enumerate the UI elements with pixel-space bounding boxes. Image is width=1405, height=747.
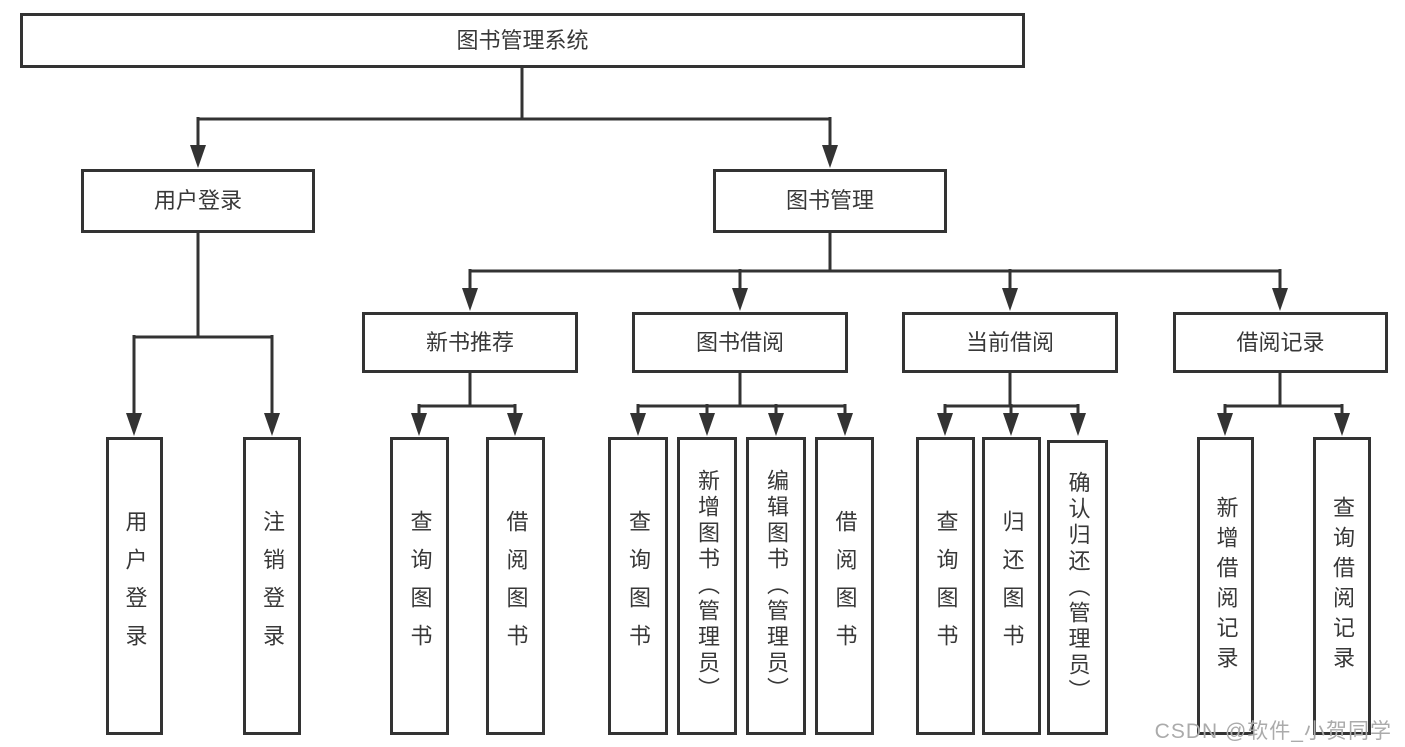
leaf-nb-query-book: 查询图书 [390,437,449,735]
node-borrow-records-label: 借阅记录 [1236,329,1325,355]
leaf-bb-borrow-book-label: 借阅图书 [832,510,858,662]
leaf-br-query-record: 查询借阅记录 [1313,437,1371,735]
node-root: 图书管理系统 [20,13,1025,68]
leaf-nb-borrow-book: 借阅图书 [486,437,545,735]
leaf-bb-query-book-label: 查询图书 [626,510,651,662]
node-book-management-branch: 图书管理 [713,169,947,233]
leaf-user-login: 用户登录 [106,437,163,735]
node-user-login-branch-label: 用户登录 [153,188,242,213]
node-root-label: 图书管理系统 [456,27,589,53]
node-book-borrowing: 图书借阅 [632,312,848,373]
leaf-cb-query-book-label: 查询图书 [933,510,959,662]
leaf-cb-confirm-return-admin: 确认归还（管理员） [1047,440,1108,735]
node-current-borrowing: 当前借阅 [902,312,1118,373]
node-user-login-branch: 用户登录 [81,169,315,233]
node-new-book-recommend-label: 新书推荐 [425,329,514,355]
leaf-br-add-record: 新增借阅记录 [1197,437,1254,735]
leaf-user-login-label: 用户登录 [122,510,148,662]
leaf-cb-query-book: 查询图书 [916,437,975,735]
leaf-bb-add-book-admin: 新增图书（管理员） [677,437,737,735]
leaf-bb-edit-book-admin-label: 编辑图书（管理员） [764,469,789,703]
leaf-logout-label: 注销登录 [260,510,285,662]
leaf-br-add-record-label: 新增借阅记录 [1213,496,1239,676]
leaf-bb-borrow-book: 借阅图书 [815,437,874,735]
node-borrow-records: 借阅记录 [1173,312,1388,373]
node-book-management-branch-label: 图书管理 [785,188,874,213]
leaf-cb-return-book: 归还图书 [982,437,1041,735]
leaf-br-query-record-label: 查询借阅记录 [1330,496,1355,676]
leaf-bb-edit-book-admin: 编辑图书（管理员） [746,437,806,735]
leaf-logout: 注销登录 [243,437,301,735]
node-book-borrowing-label: 图书借阅 [695,329,784,355]
leaf-nb-borrow-book-label: 借阅图书 [503,510,529,662]
csdn-watermark: CSDN @软件_小贺同学 [1154,720,1392,743]
node-current-borrowing-label: 当前借阅 [965,329,1054,355]
node-new-book-recommend: 新书推荐 [362,312,578,373]
leaf-cb-confirm-return-admin-label: 确认归还（管理员） [1065,470,1091,705]
leaf-nb-query-book-label: 查询图书 [407,510,433,662]
leaf-cb-return-book-label: 归还图书 [999,510,1025,662]
leaf-bb-query-book: 查询图书 [608,437,668,735]
leaf-bb-add-book-admin-label: 新增图书（管理员） [695,469,720,703]
